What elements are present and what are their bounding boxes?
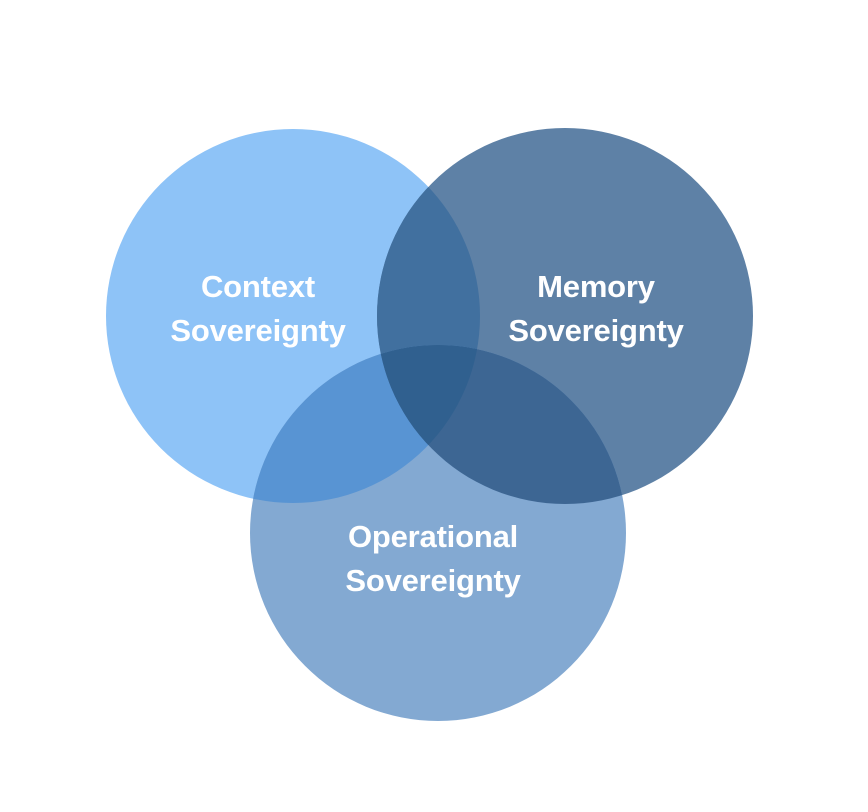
context-operational-overlap	[250, 345, 480, 503]
memory-operational-overlap	[377, 345, 626, 504]
